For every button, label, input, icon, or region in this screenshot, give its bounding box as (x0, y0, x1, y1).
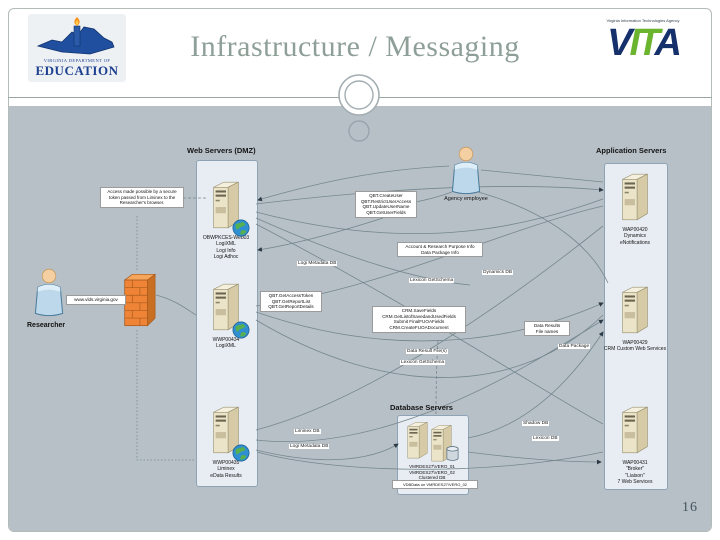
vita-letter-a: A (654, 22, 682, 64)
server-tower-icon (205, 280, 247, 336)
disk-icon (445, 445, 460, 462)
globe-icon (232, 444, 250, 462)
researcher-label: Researcher (27, 322, 66, 329)
app-server-3-label: WAP00431 "Broker" "Liaison" 7 Web Servic… (617, 460, 653, 485)
label-liminex-db: Liminex DB (294, 429, 321, 434)
db-cluster-label: VMRDES27\VERO_01 VMRDES27\VERO_02 Cluste… (409, 464, 455, 481)
server-tower-icon (614, 170, 656, 226)
researcher-icon (32, 268, 66, 318)
db-footer-label: VDBData on VMRDES27\VERO_02 (392, 480, 478, 489)
vdoe-logo-line1: VIRGINIA DEPARTMENT OF (43, 58, 111, 63)
label-qbt-user-ops: QBT.CreateUser QBT.RestrictUserAccess QB… (355, 191, 417, 218)
server-tower-icon (205, 178, 247, 234)
label-qbt-report-ops: QBT.GetAccessToken QBT.GetReportList QBT… (260, 291, 322, 313)
app-server-1-label: WAP00420 Dynamics eNotifications (619, 227, 650, 246)
label-lexicon-db: Lexicon DB (532, 436, 559, 441)
label-logi-metadata-db-top: Logi Metadata DB (297, 261, 338, 266)
web-server-3: WWP00435 Liminex eData Results (194, 403, 258, 479)
agency-employee-icon (449, 146, 483, 196)
label-logi-metadata-db-bottom: Logi Metadata DB (289, 444, 330, 449)
label-data-results-filenames: Data Results File names (524, 321, 570, 337)
label-account-info: Account & Research Purpose Info Data Pac… (397, 242, 483, 258)
url-label: www.vlds.virginia.gov (66, 295, 126, 305)
app-server-2-label: WAP00429 CRM Custom Web Services (603, 340, 667, 353)
vita-letter-v: V (607, 22, 632, 64)
web-server-2-label: WWP00434 LogiXML (212, 337, 240, 350)
db-servers-group-title: Database Servers (390, 403, 453, 412)
vita-wordmark: VITA (590, 24, 696, 62)
app-servers-group-title: Application Servers (596, 146, 667, 155)
vita-letter-i: I (629, 22, 639, 64)
vita-logo: Virginia Information Technologies Agency… (590, 14, 696, 88)
vdoe-logo-graphic (36, 17, 115, 55)
label-lexicon-getschema-bottom: Lexicon GetSchema (400, 360, 446, 365)
label-dynamics-db: Dynamics DB (482, 270, 514, 275)
label-shadow-db: Shadow DB (522, 421, 550, 426)
web-servers-group-title: Web Servers (DMZ) (187, 146, 256, 155)
app-server-2: WAP00429 CRM Custom Web Services (602, 283, 668, 353)
web-server-1-label: OBWPKCES-Web03 LogiXML Logi Info Logi Ad… (202, 235, 250, 260)
server-tower-icon (205, 403, 247, 459)
web-server-1: OBWPKCES-Web03 LogiXML Logi Info Logi Ad… (194, 178, 258, 260)
label-data-result-files: Data Result File(s) (406, 349, 448, 354)
server-tower-icon (614, 403, 656, 459)
label-crm-ops: CRM.SaveFields CRM.GetListofSavedandUsed… (372, 306, 466, 333)
page-title: Infrastructure / Messaging (190, 30, 520, 63)
vdoe-logo: VIRGINIA DEPARTMENT OF EDUCATION (28, 14, 126, 82)
vita-letter-t: T (637, 22, 657, 64)
label-lexicon-getschema-top: Lexicon GetSchema (409, 278, 455, 283)
page-number: 16 (682, 500, 698, 515)
vdoe-logo-line2: EDUCATION (35, 63, 119, 78)
access-note: Access made possible by a secure token p… (100, 187, 184, 208)
server-tower-icon (614, 283, 656, 339)
label-data-package: Data Package (558, 344, 591, 349)
app-server-3: WAP00431 "Broker" "Liaison" 7 Web Servic… (602, 403, 668, 485)
db-cluster: VMRDES27\VERO_01 VMRDES27\VERO_02 Cluste… (399, 419, 465, 481)
web-server-3-label: WWP00435 Liminex eData Results (210, 460, 242, 479)
ornament-rings (338, 74, 380, 142)
globe-icon (232, 321, 250, 339)
globe-icon (232, 219, 250, 237)
vita-tagline: Virginia Information Technologies Agency (606, 18, 680, 23)
agency-employee-label: Agency employee (444, 196, 488, 202)
db-cluster-icon (401, 419, 463, 463)
web-server-2: WWP00434 LogiXML (194, 280, 258, 350)
app-server-1: WAP00420 Dynamics eNotifications (602, 170, 668, 246)
